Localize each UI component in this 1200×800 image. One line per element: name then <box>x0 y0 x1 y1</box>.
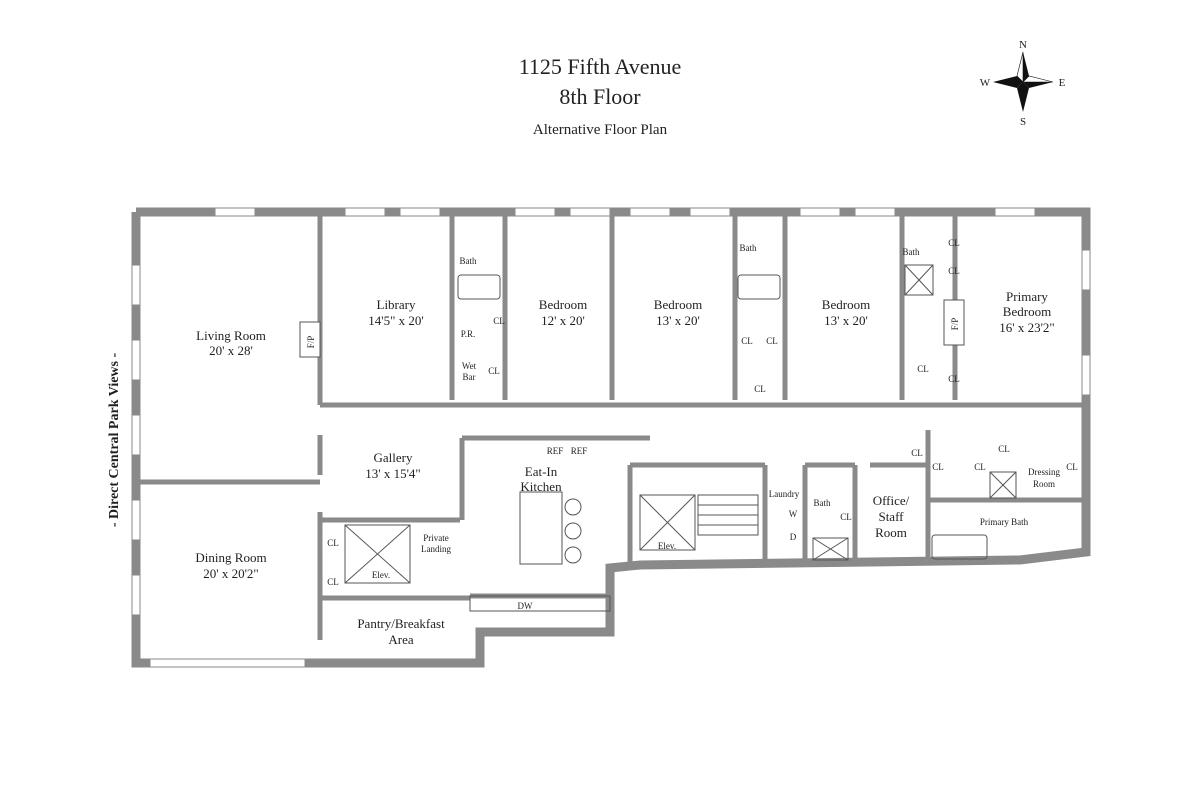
room-bedroom-2-name: Bedroom <box>654 297 702 312</box>
room-labels: Living Room 20' x 28' Dining Room 20' x … <box>195 289 1054 647</box>
plan-address: 1125 Fifth Avenue <box>518 54 682 79</box>
windows <box>131 207 1091 668</box>
room-bedroom-1-name: Bedroom <box>539 297 587 312</box>
closet-label-2: CL <box>488 366 500 376</box>
room-bedroom-2-dims: 13' x 20' <box>656 313 700 328</box>
bath-label-4: Bath <box>814 498 831 508</box>
compass-s: S <box>1020 116 1026 128</box>
ref-label-1: REF <box>547 446 564 456</box>
dw-label: DW <box>518 601 533 611</box>
room-library-dims: 14'5" x 20' <box>368 313 424 328</box>
room-primary-dims: 16' x 23'2" <box>999 320 1055 335</box>
compass-e: E <box>1059 77 1066 89</box>
room-primary-name-2: Bedroom <box>1003 304 1051 319</box>
room-bedroom-1-dims: 12' x 20' <box>541 313 585 328</box>
closet-label-17: CL <box>840 512 852 522</box>
dryer-label: D <box>790 532 797 542</box>
ref-label-2: REF <box>571 446 588 456</box>
room-gallery-name: Gallery <box>374 450 413 465</box>
closet-label-5: CL <box>754 384 766 394</box>
closet-label-12: CL <box>974 462 986 472</box>
room-office-name-1: Office/ <box>873 493 910 508</box>
room-office-name-3: Room <box>875 525 907 540</box>
closet-label-7: CL <box>948 266 960 276</box>
closet-label-4: CL <box>766 336 778 346</box>
elev-label-1: Elev. <box>372 570 390 580</box>
closet-label-13: CL <box>998 444 1010 454</box>
central-park-views-label: - Direct Central Park Views - <box>107 353 122 528</box>
room-primary-name-1: Primary <box>1006 289 1048 304</box>
room-bedroom-3-dims: 13' x 20' <box>824 313 868 328</box>
room-living-name: Living Room <box>196 328 266 343</box>
room-dining-dims: 20' x 20'2" <box>203 566 259 581</box>
closet-label-14: CL <box>1066 462 1078 472</box>
closet-labels: CL CL CL CL CL CL CL CL CL CL CL CL CL C… <box>327 238 1078 587</box>
wet-bar-label-1: Wet <box>462 361 477 371</box>
interior-walls <box>136 212 1086 640</box>
compass-n: N <box>1019 39 1027 51</box>
fixtures <box>299 264 1017 612</box>
room-pantry-name-2: Area <box>388 632 413 647</box>
closet-label-10: CL <box>911 448 923 458</box>
primary-bath-label: Primary Bath <box>980 517 1029 527</box>
bath-label-1: Bath <box>460 256 477 266</box>
fireplace-label-1: F/P <box>306 336 316 349</box>
washer-label: W <box>789 509 798 519</box>
wet-bar-label-2: Bar <box>463 372 476 382</box>
room-kitchen-name-2: Kitchen <box>520 479 562 494</box>
exterior-walls <box>131 207 1091 668</box>
private-landing-label-1: Private <box>423 533 449 543</box>
elev-label-2: Elev. <box>658 541 676 551</box>
room-kitchen-name-1: Eat-In <box>525 464 558 479</box>
closet-label-15: CL <box>327 538 339 548</box>
plan-floor: 8th Floor <box>559 84 641 109</box>
private-landing-label-2: Landing <box>421 544 451 554</box>
room-office-name-2: Staff <box>878 509 904 524</box>
fireplace-label-2: F/P <box>950 318 960 331</box>
closet-label-16: CL <box>327 577 339 587</box>
room-living-dims: 20' x 28' <box>209 343 253 358</box>
plan-subtitle: Alternative Floor Plan <box>532 122 668 138</box>
compass-icon: N S E W <box>980 39 1066 128</box>
room-bedroom-3-name: Bedroom <box>822 297 870 312</box>
closet-label-6: CL <box>948 238 960 248</box>
room-pantry-name-1: Pantry/Breakfast <box>357 616 445 631</box>
closet-label-8: CL <box>917 364 929 374</box>
closet-label-3: CL <box>741 336 753 346</box>
laundry-label: Laundry <box>769 489 800 499</box>
dressing-label-2: Room <box>1033 479 1055 489</box>
closet-label-9: CL <box>948 374 960 384</box>
bath-label-2: Bath <box>740 243 757 253</box>
closet-label-11: CL <box>932 462 944 472</box>
compass-w: W <box>980 77 991 89</box>
bath-label-3: Bath <box>903 247 920 257</box>
room-gallery-dims: 13' x 15'4" <box>365 466 421 481</box>
room-library-name: Library <box>377 297 416 312</box>
powder-room-label: P.R. <box>461 329 476 339</box>
dressing-label-1: Dressing <box>1028 467 1060 477</box>
small-labels: Bath Bath Bath Bath Laundry Dressing Roo… <box>306 243 1060 611</box>
closet-label-1: CL <box>493 316 505 326</box>
room-dining-name: Dining Room <box>195 550 266 565</box>
